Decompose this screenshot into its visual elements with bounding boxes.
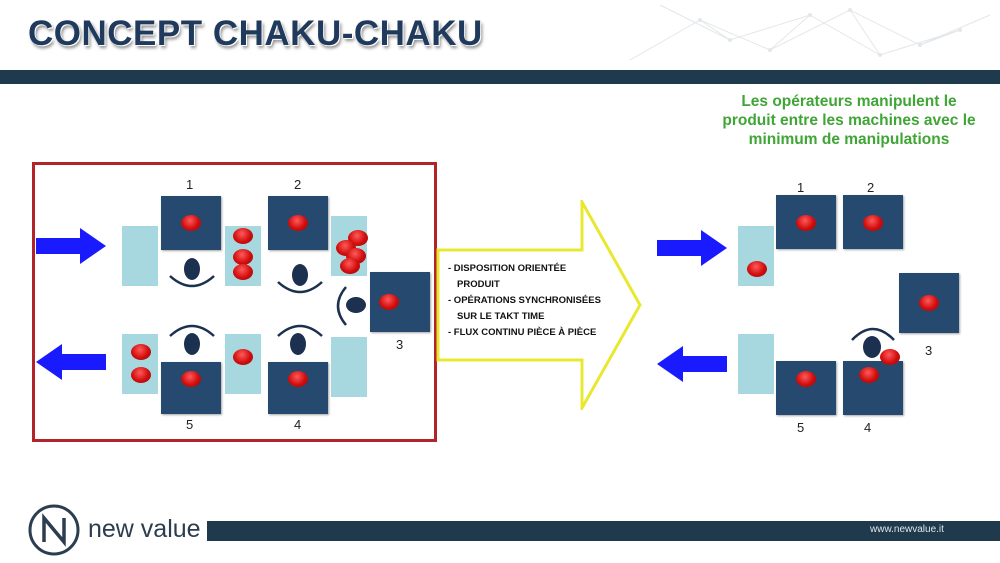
- principle-item: SUR LE TAKT TIME: [457, 311, 545, 322]
- buffer-input: [122, 226, 158, 286]
- part: [233, 249, 253, 265]
- brand-logo-icon: [28, 504, 80, 556]
- output-flow-arrow: [657, 346, 727, 382]
- subtitle-text: Les opérateurs manipulent le produit ent…: [722, 93, 976, 148]
- part: [233, 264, 253, 280]
- operator-icon: [277, 324, 323, 355]
- principles-list: - DISPOSITION ORIENTÉE PRODUIT - OPÉRATI…: [448, 261, 601, 341]
- operator-icon: [851, 327, 895, 358]
- machine-label-3: 3: [925, 343, 933, 358]
- principle-item: - FLUX CONTINU PIÈCE À PIÈCE: [448, 327, 597, 338]
- machine-label-1: 1: [186, 177, 194, 192]
- machine-label-4: 4: [294, 417, 302, 432]
- operator-icon: [336, 286, 366, 326]
- operator-icon: [277, 264, 323, 294]
- output-flow-arrow: [36, 344, 106, 380]
- machine-label-2: 2: [294, 177, 302, 192]
- part: [233, 228, 253, 244]
- machine-label-1: 1: [797, 180, 805, 195]
- machine-label-4: 4: [864, 420, 872, 435]
- part: [181, 371, 201, 387]
- machine-5: [776, 361, 836, 415]
- principle-item: - OPÉRATIONS SYNCHRONISÉES: [448, 295, 601, 306]
- part: [919, 295, 939, 311]
- input-flow-arrow: [657, 230, 727, 266]
- part: [796, 371, 816, 387]
- input-flow-arrow: [36, 228, 106, 264]
- part: [340, 258, 360, 274]
- part: [863, 215, 883, 231]
- footer-bar: [207, 521, 1000, 541]
- part: [288, 371, 308, 387]
- brand-name: new value: [88, 515, 201, 543]
- part: [131, 367, 151, 383]
- conventional-cell-frame: [32, 162, 437, 442]
- machine-label-3: 3: [396, 337, 404, 352]
- part: [233, 349, 253, 365]
- principle-item: PRODUIT: [457, 279, 500, 290]
- part: [288, 215, 308, 231]
- part: [859, 367, 879, 383]
- header-bar: [0, 70, 1000, 84]
- buffer-output: [122, 334, 158, 394]
- part: [880, 349, 900, 365]
- principle-item: - DISPOSITION ORIENTÉE: [448, 263, 567, 274]
- part: [181, 215, 201, 231]
- operator-icon: [169, 258, 215, 288]
- machine-label-2: 2: [867, 180, 875, 195]
- buffer-input: [738, 226, 774, 286]
- part: [131, 344, 151, 360]
- machine-4: [268, 362, 328, 414]
- machine-label-5: 5: [186, 417, 194, 432]
- buffer-output: [738, 334, 774, 394]
- buffer-3-4: [331, 337, 367, 397]
- operator-icon: [169, 324, 215, 355]
- transformation-arrow: [436, 200, 642, 410]
- network-background: [629, 4, 991, 61]
- website-url[interactable]: www.newvalue.it: [870, 524, 944, 535]
- page-title: CONCEPT CHAKU-CHAKU: [28, 14, 483, 53]
- part: [796, 215, 816, 231]
- machine-5: [161, 362, 221, 414]
- part: [747, 261, 767, 277]
- part: [379, 294, 399, 310]
- machine-label-5: 5: [797, 420, 805, 435]
